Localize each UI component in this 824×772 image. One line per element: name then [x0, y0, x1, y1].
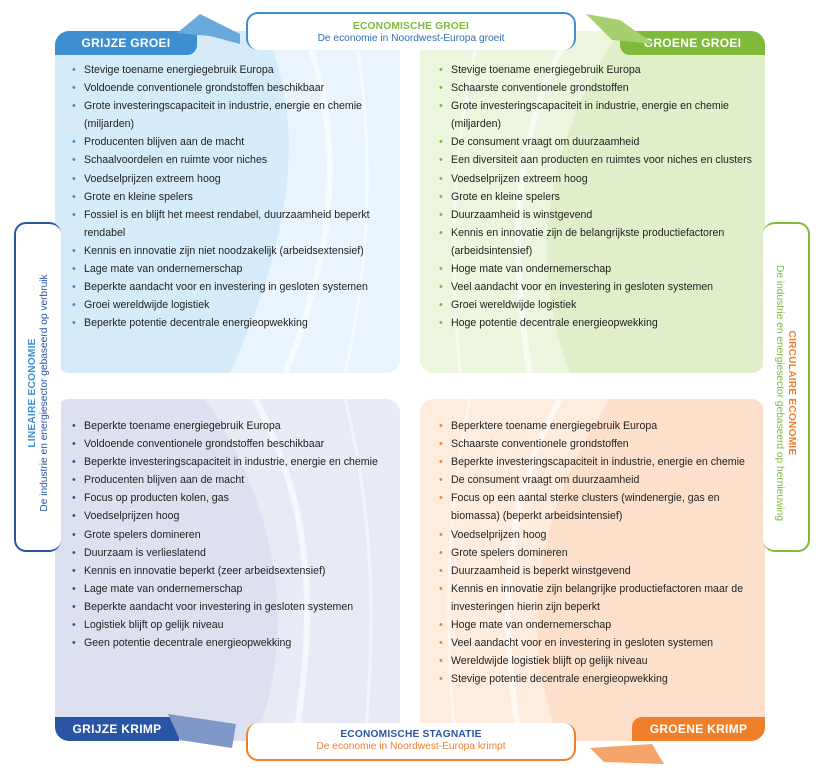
list-item: Grote spelers domineren [65, 526, 390, 544]
list-item: Grote en kleine spelers [65, 188, 390, 206]
list-item: Grote spelers domineren [432, 544, 757, 562]
list-item: Beperkte aandacht voor investering in ge… [65, 598, 390, 616]
list-item: Beperkte investeringscapaciteit in indus… [65, 453, 390, 471]
axis-bottom-label: ECONOMISCHE STAGNATIE De economie in Noo… [246, 723, 576, 761]
list-item: Voedselprijzen extreem hoog [65, 170, 390, 188]
list-item: Duurzaam is verlieslatend [65, 544, 390, 562]
list-item: Voedselprijzen hoog [65, 507, 390, 525]
axis-right-subtitle: De industrie en energiesector gebaseerd … [774, 265, 785, 521]
groene-krimp-label: GROENE KRIMP [632, 717, 765, 741]
list-item: Focus op een aantal sterke clusters (win… [432, 489, 757, 525]
list-item: Focus op producten kolen, gas [65, 489, 390, 507]
list-item: Kennis en innovatie zijn belangrijke pro… [432, 580, 757, 616]
list-item: Voldoende conventionele grondstoffen bes… [65, 79, 390, 97]
list-item: Beperkte investeringscapaciteit in indus… [432, 453, 757, 471]
list-item: Voedselprijzen hoog [432, 526, 757, 544]
list-item: Grote investeringscapaciteit in industri… [65, 97, 390, 133]
list-item: Hoge mate van ondernemerschap [432, 616, 757, 634]
list-item: Producenten blijven aan de macht [65, 471, 390, 489]
list-item: Grote investeringscapaciteit in industri… [432, 97, 757, 133]
axis-top-subtitle: De economie in Noordwest-Europa groeit [317, 33, 505, 44]
item-list: Beperktere toename energiegebruik Europa… [432, 417, 757, 689]
list-item: Duurzaamheid is beperkt winstgevend [432, 562, 757, 580]
item-list: Stevige toename energiegebruik Europa Sc… [432, 61, 757, 333]
axis-left-title: LINEAIRE ECONOMIE [27, 338, 38, 448]
list-item: Een diversiteit aan producten en ruimtes… [432, 151, 757, 169]
list-item: Fossiel is en blijft het meest rendabel,… [65, 206, 390, 242]
list-item: Beperkte aandacht voor en investering in… [65, 278, 390, 296]
list-item: Grote en kleine spelers [432, 188, 757, 206]
quadrant-groene-krimp: Beperktere toename energiegebruik Europa… [420, 399, 765, 741]
list-item: Beperkte toename energiegebruik Europa [65, 417, 390, 435]
groene-groei-label: GROENE GROEI [620, 31, 765, 55]
list-item: Duurzaamheid is winstgevend [432, 206, 757, 224]
quadrant-groene-groei: Stevige toename energiegebruik Europa Sc… [420, 31, 765, 373]
quadrant-grijze-groei: Stevige toename energiegebruik Europa Vo… [55, 31, 400, 373]
list-item: Stevige potentie decentrale energieopwek… [432, 670, 757, 688]
list-item: Kennis en innovatie zijn de belangrijkst… [432, 224, 757, 260]
list-item: Kennis en innovatie zijn niet noodzakeli… [65, 242, 390, 260]
grijze-krimp-label: GRIJZE KRIMP [55, 717, 179, 741]
list-item: Groei wereldwijde logistiek [65, 296, 390, 314]
list-item: Geen potentie decentrale energieopwekkin… [65, 634, 390, 652]
list-item: Producenten blijven aan de macht [65, 133, 390, 151]
list-item: Voedselprijzen extreem hoog [432, 170, 757, 188]
axis-right-title: CIRCULAIRE ECONOMIE [786, 330, 797, 456]
list-item: De consument vraagt om duurzaamheid [432, 471, 757, 489]
list-item: Schaarste conventionele grondstoffen [432, 79, 757, 97]
axis-bottom-title: ECONOMISCHE STAGNATIE [340, 729, 482, 740]
list-item: Veel aandacht voor en investering in ges… [432, 634, 757, 652]
quadrant-grijze-krimp: Beperkte toename energiegebruik Europa V… [55, 399, 400, 741]
axis-top-label: ECONOMISCHE GROEI De economie in Noordwe… [246, 12, 576, 50]
list-item: Kennis en innovatie beperkt (zeer arbeid… [65, 562, 390, 580]
item-list: Stevige toename energiegebruik Europa Vo… [65, 61, 390, 333]
axis-top-title: ECONOMISCHE GROEI [352, 21, 470, 32]
item-list: Beperkte toename energiegebruik Europa V… [65, 417, 390, 652]
list-item: Voldoende conventionele grondstoffen bes… [65, 435, 390, 453]
axis-right-label: CIRCULAIRE ECONOMIE De industrie en ener… [763, 222, 810, 552]
list-item: Beperktere toename energiegebruik Europa [432, 417, 757, 435]
list-item: De consument vraagt om duurzaamheid [432, 133, 757, 151]
axis-left-subtitle: De industrie en energiesector gebaseerd … [39, 274, 50, 512]
list-item: Beperkte potentie decentrale energieopwe… [65, 314, 390, 332]
list-item: Schaarste conventionele grondstoffen [432, 435, 757, 453]
list-item: Lage mate van ondernemerschap [65, 260, 390, 278]
axis-bottom-subtitle: De economie in Noordwest-Europa krimpt [316, 741, 506, 752]
list-item: Hoge potentie decentrale energieopwekkin… [432, 314, 757, 332]
list-item: Stevige toename energiegebruik Europa [65, 61, 390, 79]
list-item: Wereldwijde logistiek blijft op gelijk n… [432, 652, 757, 670]
list-item: Lage mate van ondernemerschap [65, 580, 390, 598]
grijze-groei-label: GRIJZE GROEI [55, 31, 197, 55]
list-item: Groei wereldwijde logistiek [432, 296, 757, 314]
list-item: Schaalvoordelen en ruimte voor niches [65, 151, 390, 169]
list-item: Veel aandacht voor en investering in ges… [432, 278, 757, 296]
list-item: Logistiek blijft op gelijk niveau [65, 616, 390, 634]
axis-left-label: LINEAIRE ECONOMIE De industrie en energi… [14, 222, 61, 552]
list-item: Hoge mate van ondernemerschap [432, 260, 757, 278]
list-item: Stevige toename energiegebruik Europa [432, 61, 757, 79]
